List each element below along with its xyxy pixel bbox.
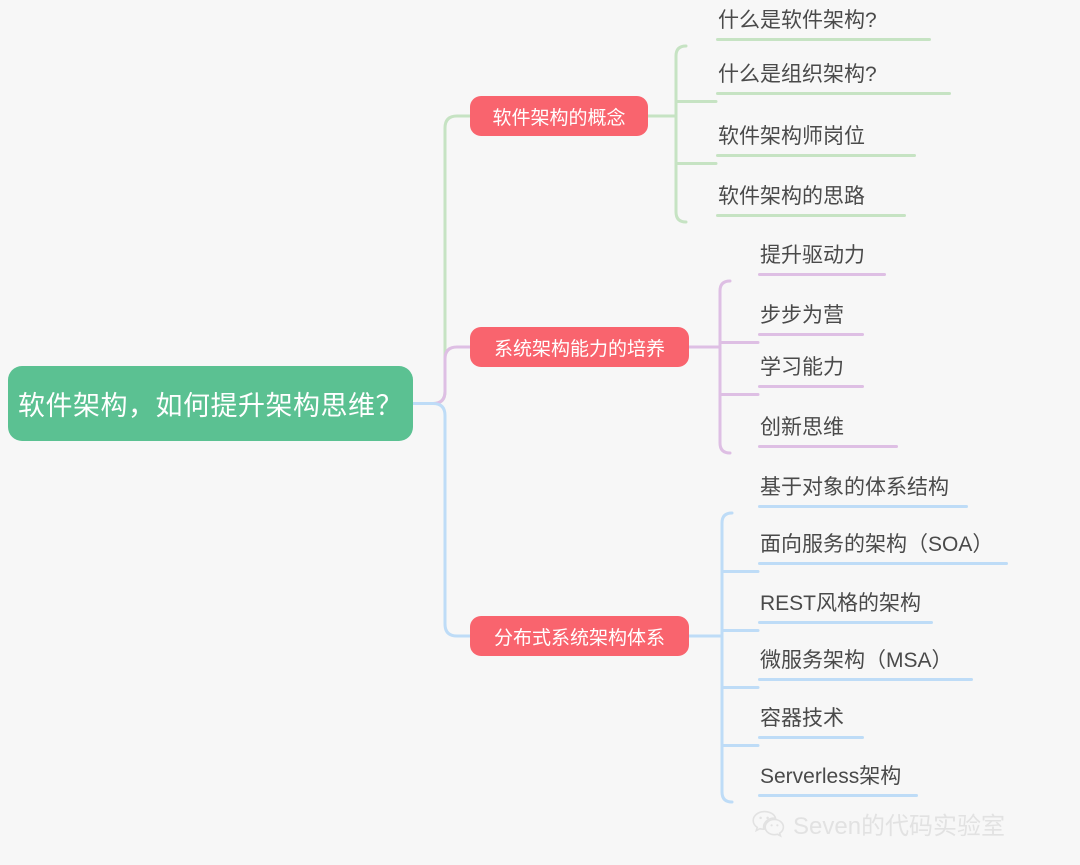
leaf-node-underline [716, 214, 906, 217]
branch-node-label: 系统架构能力的培养 [493, 338, 665, 360]
leaf-node[interactable]: 什么是组织架构? [716, 64, 951, 95]
branch-node-distributed[interactable]: 分布式系统架构体系 [470, 616, 689, 656]
leaf-node-underline [758, 273, 886, 276]
leaf-node-label: 步步为营 [760, 304, 844, 327]
leaf-node-label: 基于对象的体系结构 [760, 476, 949, 499]
leaf-node-underline [758, 621, 933, 624]
root-node[interactable]: 软件架构，如何提升架构思维？ [8, 366, 413, 441]
leaf-node-underline [716, 38, 931, 41]
wechat-icon [752, 810, 786, 838]
leaf-node-underline [758, 505, 968, 508]
leaf-node-label: 提升驱动力 [760, 244, 865, 267]
leaf-node-label: 微服务架构（MSA） [760, 649, 953, 672]
leaf-node[interactable]: 容器技术 [758, 708, 864, 739]
leaf-node-label: 什么是软件架构? [718, 9, 877, 32]
leaf-node-underline [758, 333, 864, 336]
branch-node-capability[interactable]: 系统架构能力的培养 [470, 327, 689, 367]
leaf-node-label: 创新思维 [760, 416, 844, 439]
leaf-node[interactable]: 微服务架构（MSA） [758, 650, 973, 681]
watermark: Seven的代码实验室 [752, 806, 1005, 841]
leaf-node[interactable]: 提升驱动力 [758, 245, 886, 276]
leaf-node-underline [716, 154, 916, 157]
branch-node-label: 分布式系统架构体系 [493, 627, 665, 649]
leaf-node-label: 软件架构师岗位 [718, 125, 865, 148]
leaf-node-underline [758, 794, 918, 797]
leaf-node-label: 学习能力 [760, 356, 844, 379]
leaf-node-underline [758, 445, 898, 448]
leaf-node[interactable]: Serverless架构 [758, 766, 918, 797]
leaf-node[interactable]: REST风格的架构 [758, 593, 933, 624]
leaf-node[interactable]: 步步为营 [758, 305, 864, 336]
leaf-node-underline [758, 736, 864, 739]
leaf-node[interactable]: 面向服务的架构（SOA） [758, 534, 1008, 565]
leaf-node-label: 容器技术 [760, 707, 844, 730]
leaf-node[interactable]: 什么是软件架构? [716, 10, 931, 41]
branch-node-label: 软件架构的概念 [492, 107, 626, 129]
leaf-node[interactable]: 基于对象的体系结构 [758, 477, 968, 508]
leaf-node[interactable]: 创新思维 [758, 417, 898, 448]
leaf-node[interactable]: 软件架构的思路 [716, 186, 906, 217]
leaf-node[interactable]: 软件架构师岗位 [716, 126, 916, 157]
leaf-node-label: 面向服务的架构（SOA） [760, 533, 994, 556]
leaf-node[interactable]: 学习能力 [758, 357, 864, 388]
leaf-node-label: 什么是组织架构? [718, 63, 877, 86]
branch-node-concept[interactable]: 软件架构的概念 [470, 96, 648, 136]
leaf-node-underline [716, 92, 951, 95]
leaf-node-label: REST风格的架构 [760, 592, 922, 615]
root-node-label: 软件架构，如何提升架构思维？ [18, 391, 403, 421]
leaf-node-label: Serverless架构 [760, 765, 902, 788]
leaf-node-label: 软件架构的思路 [718, 185, 865, 208]
leaf-node-underline [758, 385, 864, 388]
leaf-node-underline [758, 562, 1008, 565]
watermark-label: Seven的代码实验室 [793, 813, 1006, 840]
leaf-node-underline [758, 678, 973, 681]
